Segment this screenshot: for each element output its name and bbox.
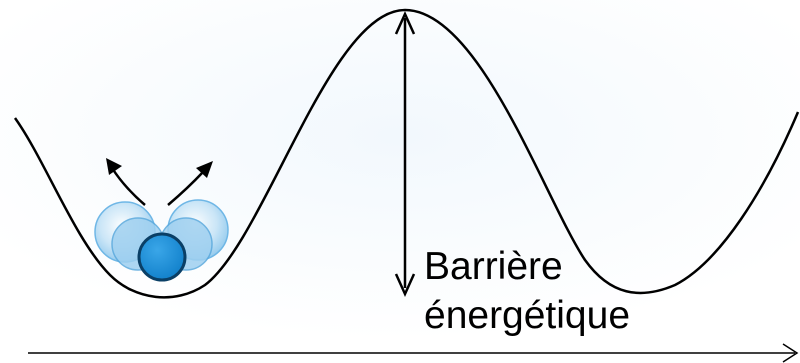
barrier-height-arrow <box>394 10 416 298</box>
energy-curve <box>13 8 800 299</box>
particle-ball <box>137 232 187 282</box>
barrier-label-line2: énergétique <box>424 294 631 337</box>
barrier-label: Barrière énergétique <box>424 242 630 340</box>
curved-arrow-up-right-icon <box>167 161 213 206</box>
background-glow <box>0 0 800 340</box>
curved-arrow-up-left-icon <box>106 158 146 206</box>
barrier-label-line1: Barrière <box>424 245 563 288</box>
arrow-right-icon <box>28 343 799 363</box>
